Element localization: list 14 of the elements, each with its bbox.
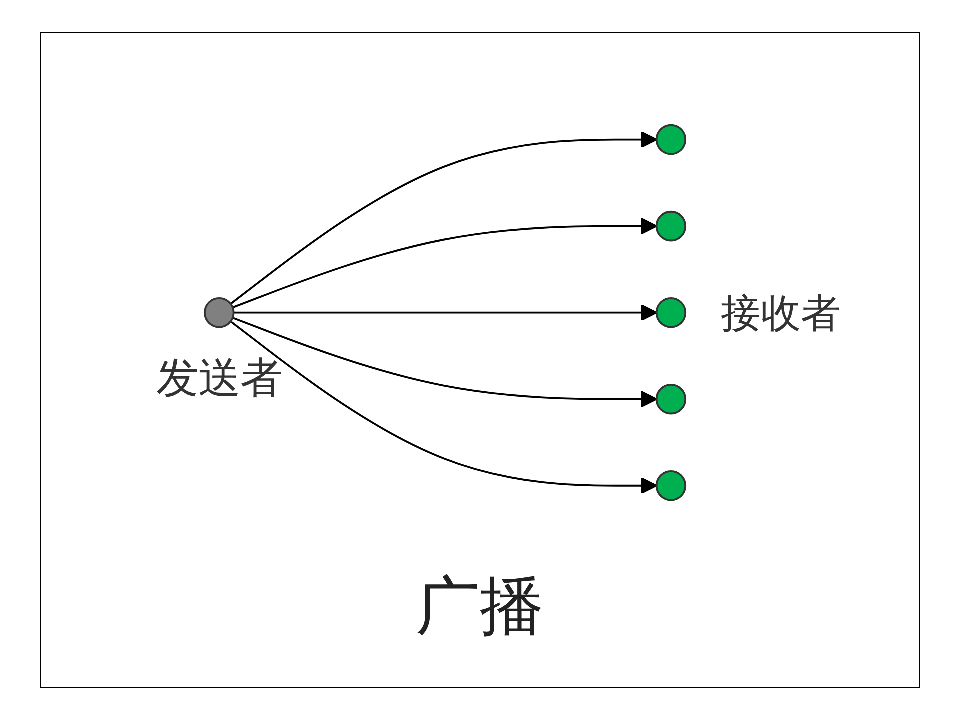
arrow [232, 317, 658, 408]
arrow [230, 321, 658, 494]
node-circle [656, 298, 687, 328]
node-circle [656, 384, 687, 415]
caption: 广播 [416, 570, 544, 644]
node-circle [656, 124, 687, 156]
arrow [234, 304, 658, 322]
node-circle [656, 211, 687, 242]
arrow [232, 218, 658, 309]
arrow [230, 132, 658, 305]
node-circle [656, 470, 687, 502]
group-label: 接收者 [721, 290, 841, 338]
node-circle [204, 298, 235, 328]
node-caption: 发送者 [156, 354, 282, 403]
